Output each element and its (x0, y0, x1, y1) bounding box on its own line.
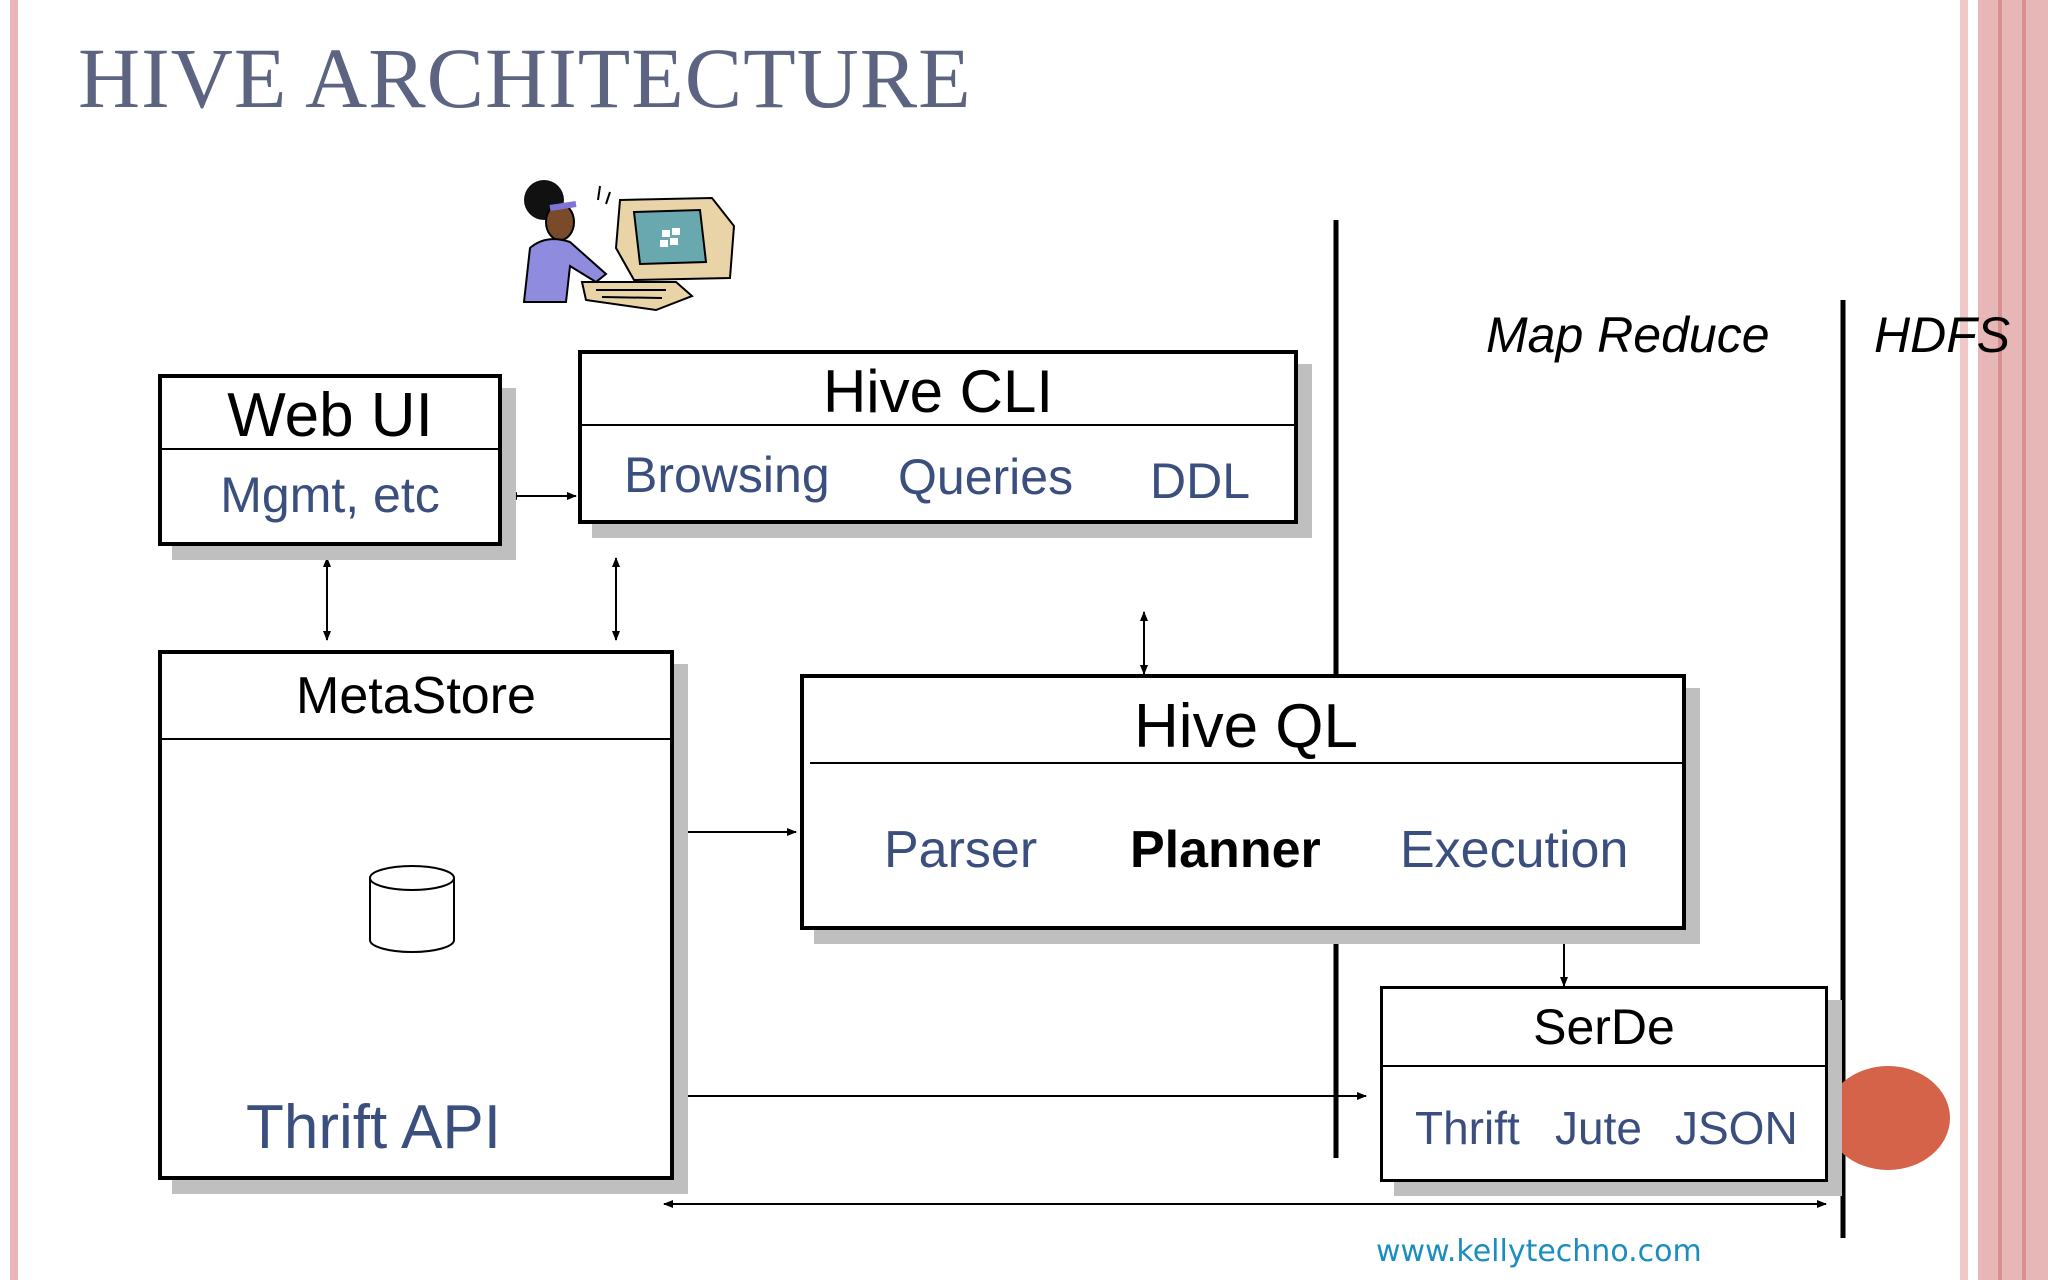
hive-cli-title: Hive CLI (582, 354, 1294, 426)
metastore-title: MetaStore (162, 654, 670, 740)
web-ui-box: Web UI Mgmt, etc (158, 374, 502, 546)
metastore-box: MetaStore Thrift API (158, 650, 674, 1180)
right-stripe-line-a (1998, 0, 2002, 1280)
hdfs-label: HDFS (1874, 307, 2011, 363)
database-icon (369, 865, 455, 953)
serde-title: SerDe (1383, 989, 1825, 1067)
map-reduce-label: Map Reduce (1486, 307, 1770, 363)
left-border-stripe (10, 0, 18, 1280)
hive-cli-box: Hive CLI Browsing Queries DDL (578, 350, 1298, 524)
slide-title: HIVE ARCHITECTURE (78, 30, 972, 126)
serde-json: JSON (1675, 1102, 1798, 1154)
web-ui-subtitle: Mgmt, etc (220, 467, 440, 523)
serde-box: SerDe Thrift Jute JSON (1380, 986, 1828, 1182)
hive-ql-parser: Parser (884, 821, 1038, 879)
hive-cli-ddl: DDL (1150, 453, 1251, 509)
right-stripe-line-b (2022, 0, 2026, 1280)
right-stripe-1 (1960, 0, 1968, 1280)
hive-ql-execution: Execution (1400, 821, 1629, 879)
hive-cli-queries: Queries (898, 449, 1074, 505)
right-stripe-band (1978, 0, 2048, 1280)
user-computer-icon (522, 180, 736, 312)
serde-thrift: Thrift (1415, 1102, 1520, 1154)
hive-ql-planner: Planner (1130, 821, 1321, 879)
footer-url[interactable]: www.kellytechno.com (1376, 1234, 1702, 1269)
hive-cli-browsing: Browsing (624, 447, 830, 503)
metastore-api-label: Thrift API (246, 1093, 501, 1162)
hive-ql-title: Hive QL (810, 678, 1682, 764)
accent-circle (1826, 1066, 1950, 1170)
web-ui-title: Web UI (162, 378, 498, 450)
hive-ql-box: Hive QL Parser Planner Execution (800, 674, 1686, 930)
serde-jute: Jute (1555, 1102, 1642, 1154)
